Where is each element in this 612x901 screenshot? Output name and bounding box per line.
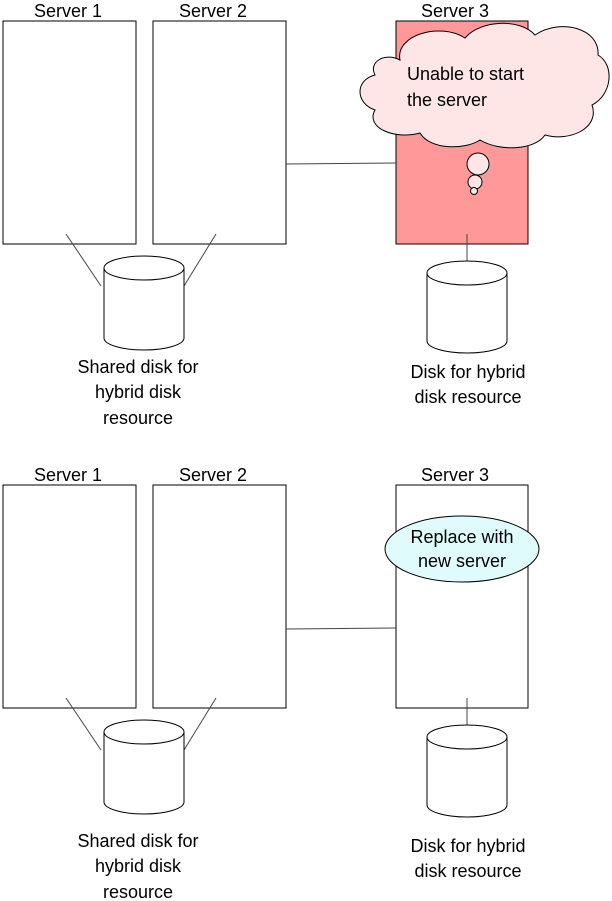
top-network-link <box>285 162 397 165</box>
bottom-server2-label: Server 2 <box>179 465 247 485</box>
bottom-shared-disk-icon <box>103 719 185 815</box>
bottom-server2-box <box>152 484 287 709</box>
top-shared-disk-label-1: Shared disk for <box>77 357 198 377</box>
bottom-shared-disk-label-1: Shared disk for <box>77 831 198 851</box>
bottom-server1-disk-link <box>65 697 102 751</box>
bottom-local-disk-icon <box>426 724 508 818</box>
top-thought-cloud: Unable to start the server <box>359 22 610 195</box>
top-local-disk-label-2: disk resource <box>414 387 521 407</box>
thought-bubble-medium <box>467 174 483 190</box>
thought-text-line1: Unable to start <box>407 64 524 84</box>
bottom-server1-box <box>2 484 137 709</box>
top-local-disk-icon <box>426 260 508 354</box>
top-shared-disk-icon <box>103 255 185 351</box>
bottom-server1-label: Server 1 <box>34 465 102 485</box>
top-server1-disk-link <box>65 233 102 287</box>
bottom-server2-disk-link <box>183 697 217 751</box>
top-server3-label: Server 3 <box>421 1 489 21</box>
cloud-shape <box>359 22 610 149</box>
top-server1-box <box>2 20 137 245</box>
top-server2-box <box>152 20 287 245</box>
bottom-local-disk-label-1: Disk for hybrid <box>410 836 525 856</box>
callout-ellipse <box>384 515 540 583</box>
thought-text-line2: the server <box>407 90 487 110</box>
bottom-shared-disk-label-3: resource <box>103 882 173 901</box>
bottom-server3-label: Server 3 <box>421 465 489 485</box>
thought-bubble-small <box>470 187 478 195</box>
top-scenario: Server 1 Server 2 Server 3 Unable to sta… <box>2 1 610 428</box>
top-server2-disk-link <box>183 233 217 287</box>
top-shared-disk-label-2: hybrid disk <box>95 382 182 402</box>
thought-bubble-large <box>466 152 490 176</box>
bottom-shared-disk-label-2: hybrid disk <box>95 856 182 876</box>
bottom-local-disk-label-2: disk resource <box>414 861 521 881</box>
callout-text-line1: Replace with <box>410 527 513 547</box>
replace-callout: Replace with new server <box>384 515 540 583</box>
callout-text-line2: new server <box>418 551 506 571</box>
bottom-network-link <box>285 627 397 630</box>
top-local-disk-label-1: Disk for hybrid <box>410 362 525 382</box>
top-server2-label: Server 2 <box>179 1 247 21</box>
bottom-scenario: Server 1 Server 2 Server 3 Replace with … <box>2 465 540 901</box>
top-shared-disk-label-3: resource <box>103 408 173 428</box>
top-server1-label: Server 1 <box>34 1 102 21</box>
